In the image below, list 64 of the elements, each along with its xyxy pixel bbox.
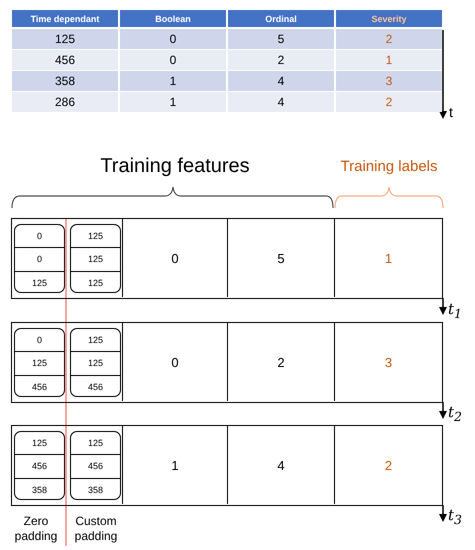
stack-cell: 358 xyxy=(15,478,64,499)
stack-cell: 358 xyxy=(71,478,120,499)
table-cell: 5 xyxy=(228,29,334,49)
stack-cell: 125 xyxy=(71,225,120,248)
stack-cell: 125 xyxy=(15,432,64,454)
padding-stack xyxy=(14,328,65,397)
time-step-label: t$_{3}$ xyxy=(448,506,462,527)
stack-cell: 0 xyxy=(15,225,64,248)
table-cell: 4 xyxy=(228,71,334,91)
feature-cell: 5 xyxy=(227,219,334,297)
table-cell: 2 xyxy=(228,50,334,70)
section-heading: Training labels xyxy=(340,158,438,175)
table-cell: 1 xyxy=(120,92,226,112)
column-caption: Custom padding xyxy=(74,514,118,544)
axis-label: t xyxy=(449,104,453,120)
stack-cell: 125 xyxy=(71,247,120,271)
table-cell: 4 xyxy=(228,92,334,112)
table-cell: 0 xyxy=(120,50,226,70)
feature-cell: 0 xyxy=(122,219,227,297)
table-cell: 2 xyxy=(336,29,442,49)
sample-row-box xyxy=(11,322,443,403)
section-heading: Training features xyxy=(99,155,251,178)
sample-row-box xyxy=(11,218,443,299)
padding-stack xyxy=(14,224,65,293)
feature-cell: 1 xyxy=(334,219,442,297)
table-cell: 1 xyxy=(336,50,442,70)
stack-cell: 125 xyxy=(71,270,120,292)
stack-cell: 125 xyxy=(15,351,64,375)
table-cell: 125 xyxy=(12,29,118,49)
feature-cell: 1 xyxy=(122,426,227,504)
column-header: Time dependant xyxy=(12,10,118,27)
stack-cell: 456 xyxy=(71,374,120,396)
stack-cell: 125 xyxy=(71,329,120,352)
padding-stack xyxy=(70,431,121,500)
stack-cell: 125 xyxy=(71,432,120,454)
table-cell: 2 xyxy=(336,92,442,112)
stack-cell: 0 xyxy=(15,329,64,352)
sample-row-box xyxy=(11,425,443,506)
feature-cell: 2 xyxy=(334,426,442,504)
feature-cell: 4 xyxy=(227,426,334,504)
table-cell: 456 xyxy=(12,50,118,70)
feature-cell: 3 xyxy=(334,323,442,401)
padding-stack xyxy=(14,431,65,500)
padding-stack xyxy=(70,328,121,397)
column-header: Severity xyxy=(336,10,442,27)
stack-cell: 456 xyxy=(15,374,64,396)
time-step-label: t$_{1}$ xyxy=(448,300,462,321)
table-cell: 0 xyxy=(120,29,226,49)
stack-cell: 125 xyxy=(71,351,120,375)
padding-stack xyxy=(70,224,121,293)
stack-cell: 125 xyxy=(15,270,64,292)
column-header: Ordinal xyxy=(228,10,334,27)
table-cell: 1 xyxy=(120,71,226,91)
table-cell: 358 xyxy=(12,71,118,91)
feature-cell: 2 xyxy=(227,323,334,401)
stack-cell: 456 xyxy=(71,454,120,478)
time-step-label: t$_{2}$ xyxy=(448,403,462,424)
table-cell: 286 xyxy=(12,92,118,112)
feature-cell: 0 xyxy=(122,323,227,401)
column-caption: Zero padding xyxy=(14,514,58,544)
stack-cell: 456 xyxy=(15,454,64,478)
stack-cell: 0 xyxy=(15,247,64,271)
table-cell: 3 xyxy=(336,71,442,91)
column-header: Boolean xyxy=(120,10,226,27)
